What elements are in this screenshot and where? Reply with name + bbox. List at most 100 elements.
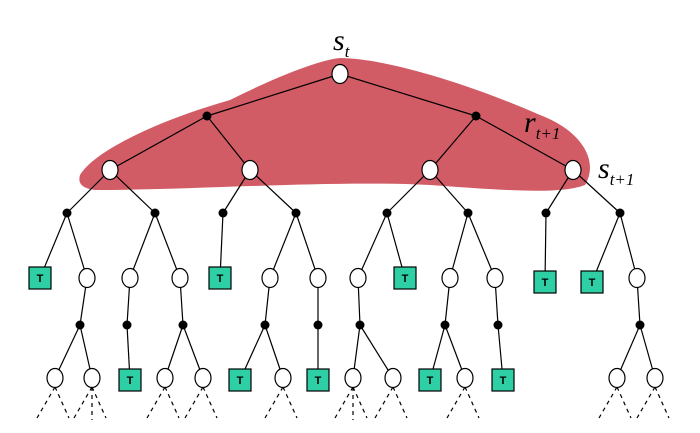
terminal-node: T	[306, 368, 330, 392]
edge-a31-s4a	[357, 212, 388, 279]
state-node	[421, 159, 439, 181]
state-node	[486, 267, 504, 289]
state-node	[309, 267, 327, 289]
state-node	[83, 367, 101, 389]
terminal-label: T	[37, 273, 44, 285]
state-node	[384, 367, 402, 389]
edge-b6-l7	[359, 324, 394, 379]
terminal-label: T	[542, 277, 549, 289]
state-node	[274, 367, 292, 389]
edge-S3-a32	[429, 169, 469, 214]
terminal-node: T	[533, 270, 557, 294]
continuation-line	[91, 386, 107, 419]
edge-S2-a22	[249, 169, 297, 214]
edge-a11-s1b	[66, 212, 88, 279]
continuation-line	[36, 386, 56, 419]
terminal-box	[306, 368, 330, 392]
continuation-line	[392, 386, 408, 419]
continuation-line	[164, 386, 180, 419]
edge-a42-s6	[619, 212, 638, 279]
edge-a22-s3a	[269, 212, 297, 279]
edge-S1-a12	[109, 169, 156, 214]
state-node	[101, 159, 119, 181]
terminal-node: T	[208, 266, 232, 290]
terminal-node: T	[28, 266, 52, 290]
action-node	[178, 320, 188, 330]
state-node	[46, 367, 64, 389]
continuation-line	[334, 386, 354, 419]
edges-layer	[36, 73, 670, 420]
highlight-region	[79, 58, 590, 191]
terminal-node: T	[418, 368, 442, 392]
terminal-box	[580, 270, 604, 294]
state-node	[241, 159, 259, 181]
terminal-node: T	[118, 368, 142, 392]
edge-S3-a31	[386, 169, 431, 214]
edge-A2-S3	[429, 115, 477, 171]
action-node	[291, 208, 301, 218]
continuation-line	[184, 386, 204, 419]
terminal-label: T	[127, 375, 134, 387]
edge-a12-s2b	[154, 212, 181, 279]
terminal-node: T	[393, 266, 417, 290]
terminal-label: T	[589, 277, 596, 289]
continuation-line	[636, 386, 656, 419]
terminal-box	[228, 368, 252, 392]
state-node	[441, 267, 459, 289]
terminal-label: T	[427, 375, 434, 387]
edge-S1-a11	[66, 169, 111, 214]
state-node	[349, 267, 367, 289]
state-node	[78, 267, 96, 289]
continuation-line	[446, 386, 466, 419]
action-node	[150, 208, 160, 218]
action-node	[471, 111, 481, 121]
continuation-line	[464, 386, 480, 419]
terminal-box	[533, 270, 557, 294]
state-node	[261, 267, 279, 289]
terminal-label: T	[315, 375, 322, 387]
terminal-label: T	[402, 273, 409, 285]
state-node	[331, 63, 349, 85]
action-node	[382, 208, 392, 218]
action-node	[355, 320, 365, 330]
action-node	[463, 208, 473, 218]
action-node	[260, 320, 270, 330]
state-node	[171, 267, 189, 289]
terminal-label: T	[217, 273, 224, 285]
action-node	[313, 320, 323, 330]
reward-label: rt+1	[524, 106, 560, 143]
state-node	[646, 367, 664, 389]
action-node	[440, 320, 450, 330]
state-node	[564, 159, 582, 181]
edge-S4-a42	[572, 169, 621, 214]
continuation-line	[146, 386, 166, 419]
action-node	[218, 208, 228, 218]
root-state-label: st	[333, 24, 351, 61]
edge-a32-s5b	[467, 212, 496, 279]
edge-a12-s2a	[129, 212, 156, 279]
state-node	[121, 267, 139, 289]
action-node	[635, 320, 645, 330]
edge-R-A1	[206, 73, 341, 117]
continuation-line	[598, 386, 618, 419]
edge-A1-S1	[109, 115, 208, 171]
continuation-line	[264, 386, 284, 419]
continuation-line	[54, 386, 70, 419]
edge-A2-S4	[475, 115, 574, 171]
terminal-box	[208, 266, 232, 290]
state-node	[156, 367, 174, 389]
action-node	[62, 208, 72, 218]
action-node	[122, 320, 132, 330]
continuation-line	[352, 386, 368, 419]
continuation-line	[654, 386, 670, 419]
continuation-line	[202, 386, 218, 419]
action-node	[202, 111, 212, 121]
terminal-node: T	[580, 270, 604, 294]
edge-R-A2	[339, 73, 477, 117]
terminal-node: T	[491, 368, 515, 392]
terminal-box	[393, 266, 417, 290]
action-node	[615, 208, 625, 218]
edge-a22-s3b	[295, 212, 319, 279]
